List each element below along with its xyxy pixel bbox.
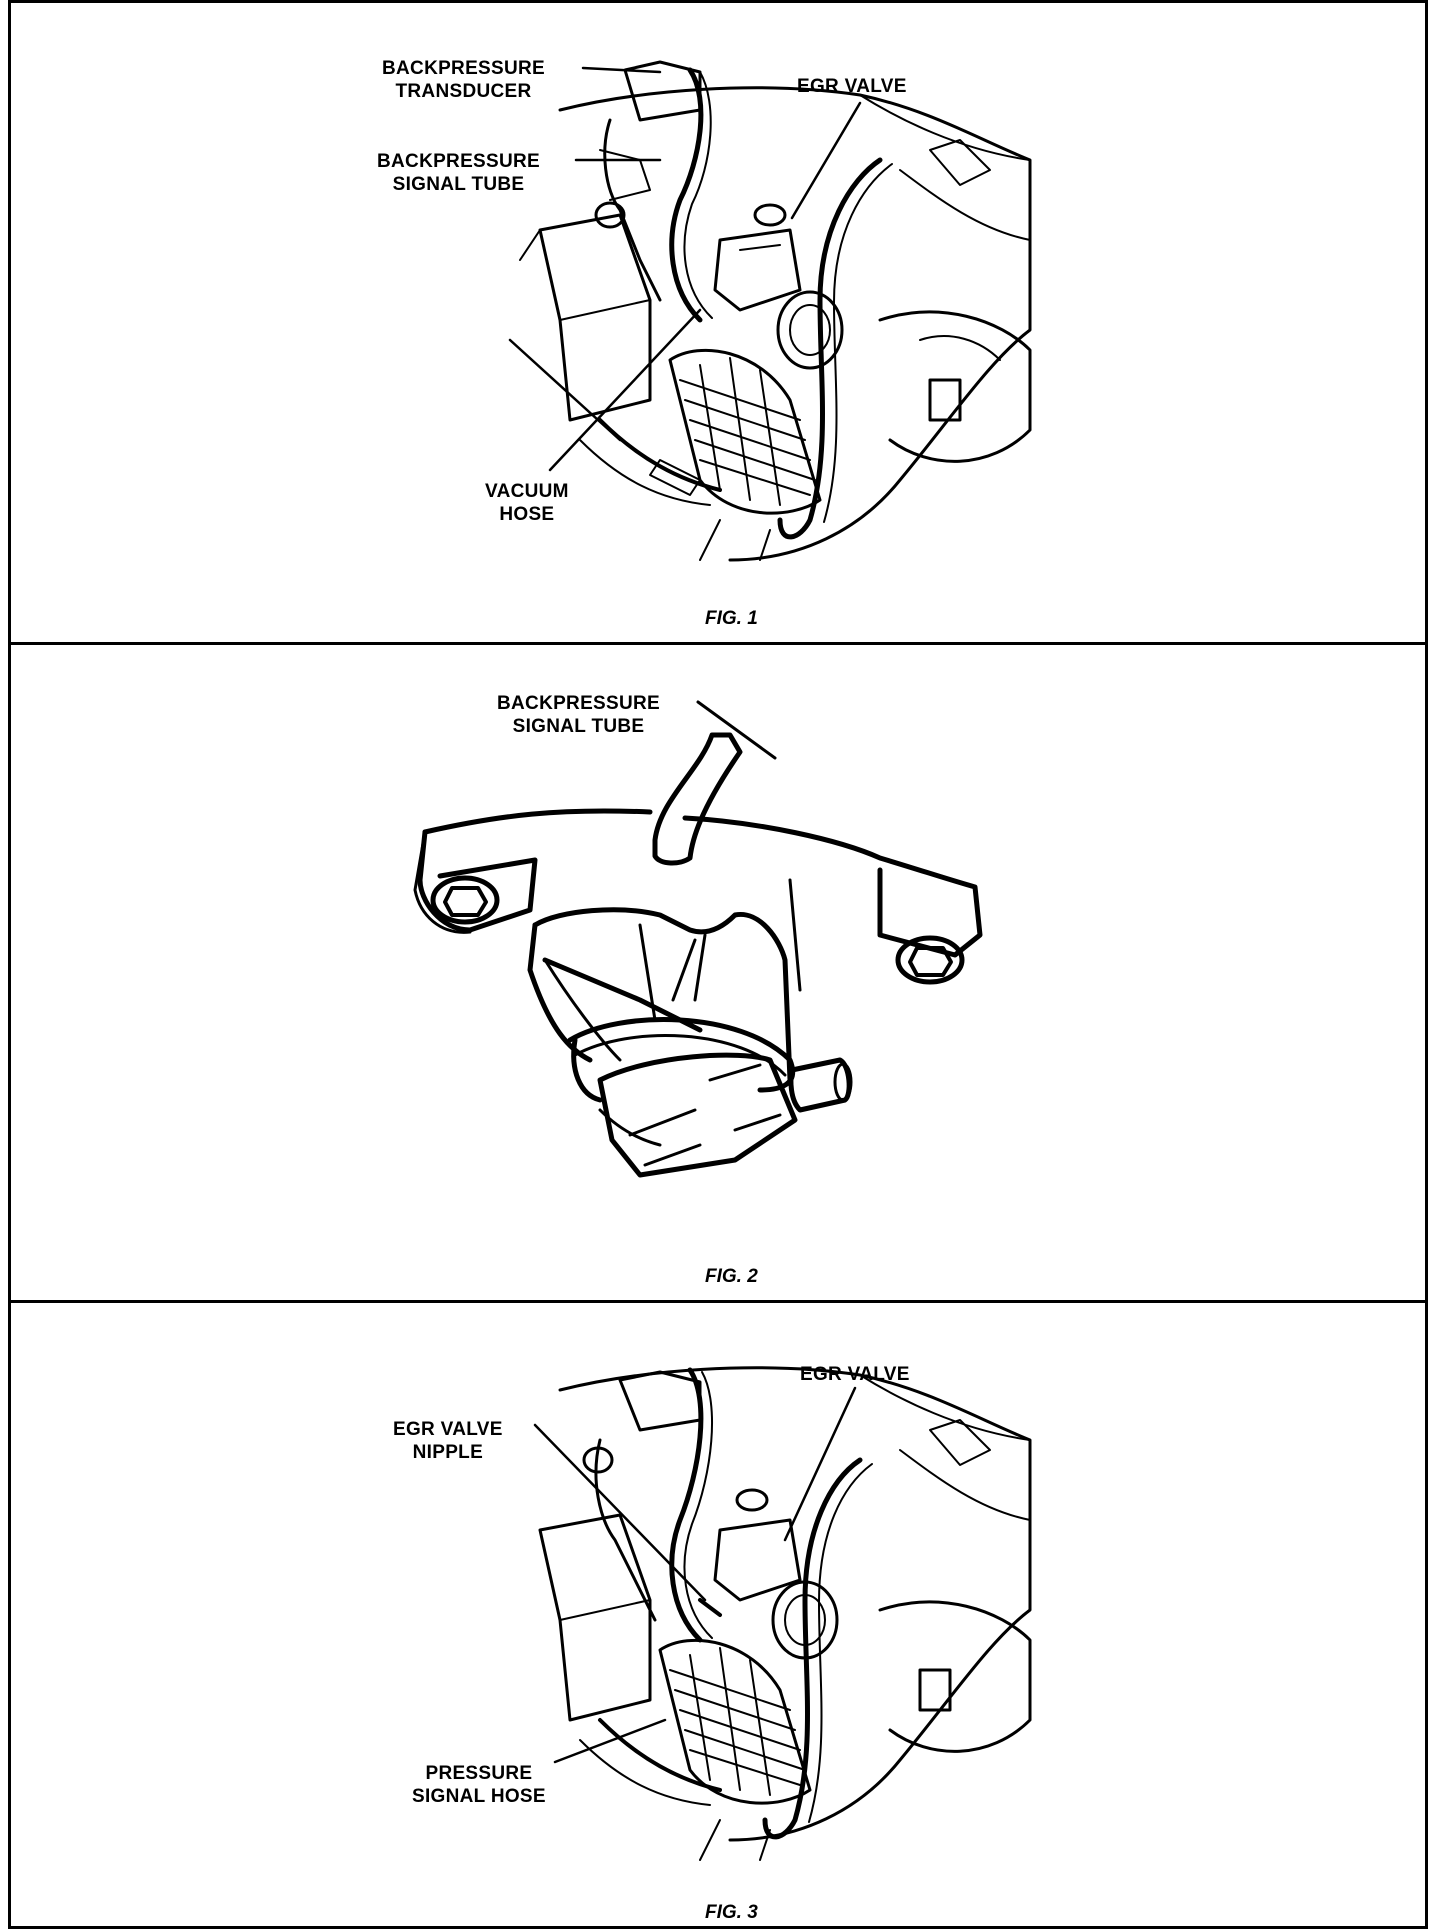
figure-divider xyxy=(8,1300,1428,1303)
label-backpressure-signal-tube: BACKPRESSURE SIGNAL TUBE xyxy=(497,692,660,738)
label-line: PRESSURE xyxy=(425,1763,533,1784)
label-line: TRANSDUCER xyxy=(395,81,532,102)
label-backpressure-signal-tube: BACKPRESSURE SIGNAL TUBE xyxy=(377,150,540,196)
figure-caption: FIG. 3 xyxy=(705,1902,758,1923)
label-line: NIPPLE xyxy=(412,1442,484,1463)
engine-illustration-fig1 xyxy=(508,60,1032,562)
leader-line xyxy=(783,1386,857,1542)
label-egr-valve: EGR VALVE xyxy=(800,1363,910,1386)
leader-line xyxy=(790,101,862,220)
label-egr-valve: EGR VALVE xyxy=(797,75,907,98)
label-line: HOSE xyxy=(499,504,555,525)
label-line: SIGNAL TUBE xyxy=(392,174,525,195)
label-pressure-signal-hose: PRESSURE SIGNAL HOSE xyxy=(412,1762,546,1808)
label-line: BACKPRESSURE xyxy=(377,151,541,172)
label-line: BACKPRESSURE xyxy=(382,58,546,79)
label-backpressure-transducer: BACKPRESSURE TRANSDUCER xyxy=(382,57,545,103)
figure-caption: FIG. 2 xyxy=(705,1266,758,1287)
label-line: VACUUM xyxy=(485,481,569,502)
label-vacuum-hose: VACUUM HOSE xyxy=(485,480,569,526)
figure-divider xyxy=(8,642,1428,645)
label-line: EGR VALVE xyxy=(800,1364,910,1385)
label-line: SIGNAL HOSE xyxy=(412,1786,546,1807)
label-line: EGR VALVE xyxy=(797,76,907,97)
leader-line xyxy=(553,1718,667,1764)
leader-line xyxy=(696,700,777,760)
leader-line xyxy=(508,338,622,442)
leader-line xyxy=(581,66,662,74)
leader-line xyxy=(533,1423,707,1602)
label-line: SIGNAL TUBE xyxy=(512,716,645,737)
page-border xyxy=(8,0,1428,1929)
figure-caption: FIG. 1 xyxy=(705,608,758,629)
label-egr-valve-nipple: EGR VALVE NIPPLE xyxy=(393,1418,503,1464)
leader-line xyxy=(548,308,702,472)
egr-valve-illustration-fig2 xyxy=(413,700,983,1178)
label-line: EGR VALVE xyxy=(393,1419,503,1440)
label-line: BACKPRESSURE xyxy=(497,693,661,714)
